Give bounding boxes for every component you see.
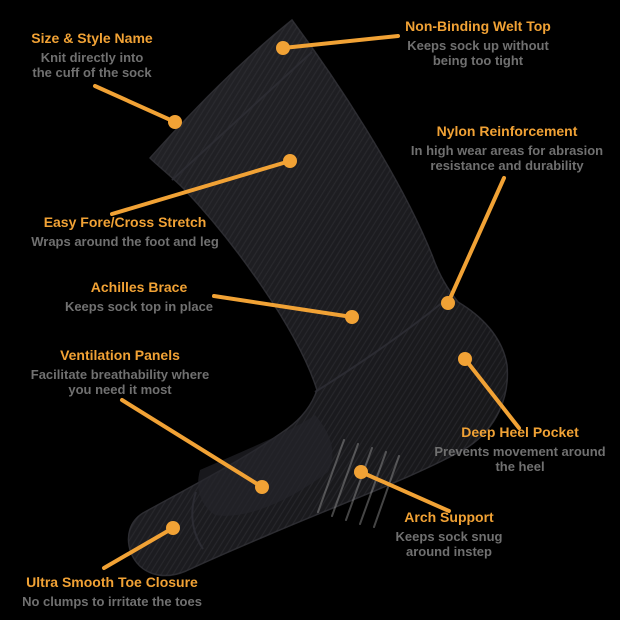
leader-line-deep-heel-pocket — [463, 357, 521, 430]
callout-dot-nylon-reinforcement — [441, 296, 455, 310]
feature-description-line: the cuff of the sock — [32, 65, 152, 81]
feature-label-achilles-brace: Achilles Brace Keeps sock top in place — [58, 279, 220, 314]
feature-title: Ventilation Panels — [60, 347, 180, 363]
feature-title: Deep Heel Pocket — [461, 424, 579, 440]
feature-label-nylon-reinforcement: Nylon Reinforcement In high wear areas f… — [397, 123, 617, 174]
feature-title: Nylon Reinforcement — [436, 123, 578, 139]
leader-line-ventilation-panels — [120, 398, 264, 489]
leader-line-achilles-brace — [212, 294, 354, 319]
feature-title: Achilles Brace — [90, 279, 188, 295]
feature-label-non-binding-welt-top: Non-Binding Welt Top Keeps sock up witho… — [393, 18, 563, 69]
callout-dot-deep-heel-pocket — [458, 352, 472, 366]
feature-label-easy-fore-cross-stretch: Easy Fore/Cross Stretch Wraps around the… — [18, 214, 232, 249]
leader-line-ultra-smooth-toe-closure — [102, 526, 175, 570]
feature-description-line: you need it most — [68, 382, 172, 398]
feature-description-line: resistance and durability — [430, 158, 584, 174]
feature-description-line: Keeps sock snug — [395, 528, 503, 544]
feature-label-ventilation-panels: Ventilation Panels Facilitate breathabil… — [17, 347, 223, 398]
callout-dot-ultra-smooth-toe-closure — [166, 521, 180, 535]
callout-dot-size-style-name — [168, 115, 182, 129]
feature-description-line: Wraps around the foot and leg — [31, 233, 219, 249]
feature-title: Non-Binding Welt Top — [405, 18, 551, 34]
black-crew-sock — [127, 18, 509, 577]
feature-label-size-style-name: Size & Style Name Knit directly into the… — [12, 30, 172, 81]
callout-leaders — [93, 34, 521, 570]
callout-dot-ventilation-panels — [255, 480, 269, 494]
feature-description-line: Knit directly into — [40, 49, 144, 65]
feature-description-line: Keeps sock top in place — [64, 298, 214, 314]
feature-title: Easy Fore/Cross Stretch — [43, 214, 207, 230]
feature-description-line: around instep — [406, 544, 492, 560]
instep-mesh-panel — [198, 415, 333, 516]
feature-label-ultra-smooth-toe-closure: Ultra Smooth Toe Closure No clumps to ir… — [10, 574, 214, 609]
feature-description-line: Keeps sock up without — [407, 37, 549, 53]
leader-line-arch-support — [359, 470, 451, 513]
arch-ventilation-stripes — [317, 439, 400, 528]
feature-title: Size & Style Name — [31, 30, 153, 46]
feature-title: Arch Support — [404, 509, 494, 525]
sock-knit-texture — [128, 20, 508, 576]
feature-description-line: being too tight — [432, 53, 524, 69]
callout-dot-non-binding-welt-top — [276, 41, 290, 55]
leader-line-nylon-reinforcement — [446, 176, 506, 305]
feature-description-line: the heel — [495, 459, 545, 475]
leader-line-non-binding-welt-top — [281, 34, 400, 50]
callout-dot-easy-fore-cross-stretch — [283, 154, 297, 168]
feature-label-deep-heel-pocket: Deep Heel Pocket Prevents movement aroun… — [419, 424, 620, 475]
feature-description-line: Prevents movement around — [434, 443, 606, 459]
leader-line-easy-fore-cross-stretch — [110, 159, 292, 216]
feature-description-line: No clumps to irritate the toes — [22, 593, 202, 609]
callout-dot-arch-support — [354, 465, 368, 479]
cuff-welt-seam — [171, 51, 313, 181]
toe-cap-seam — [191, 491, 204, 550]
feature-title: Ultra Smooth Toe Closure — [26, 574, 198, 590]
callout-dot-achilles-brace — [345, 310, 359, 324]
feature-description-line: In high wear areas for abrasion — [410, 142, 604, 158]
feature-label-arch-support: Arch Support Keeps sock snug around inst… — [353, 509, 545, 560]
heel-gore-seam — [314, 301, 444, 393]
leader-line-size-style-name — [93, 84, 177, 124]
feature-description-line: Facilitate breathability where — [30, 366, 210, 382]
